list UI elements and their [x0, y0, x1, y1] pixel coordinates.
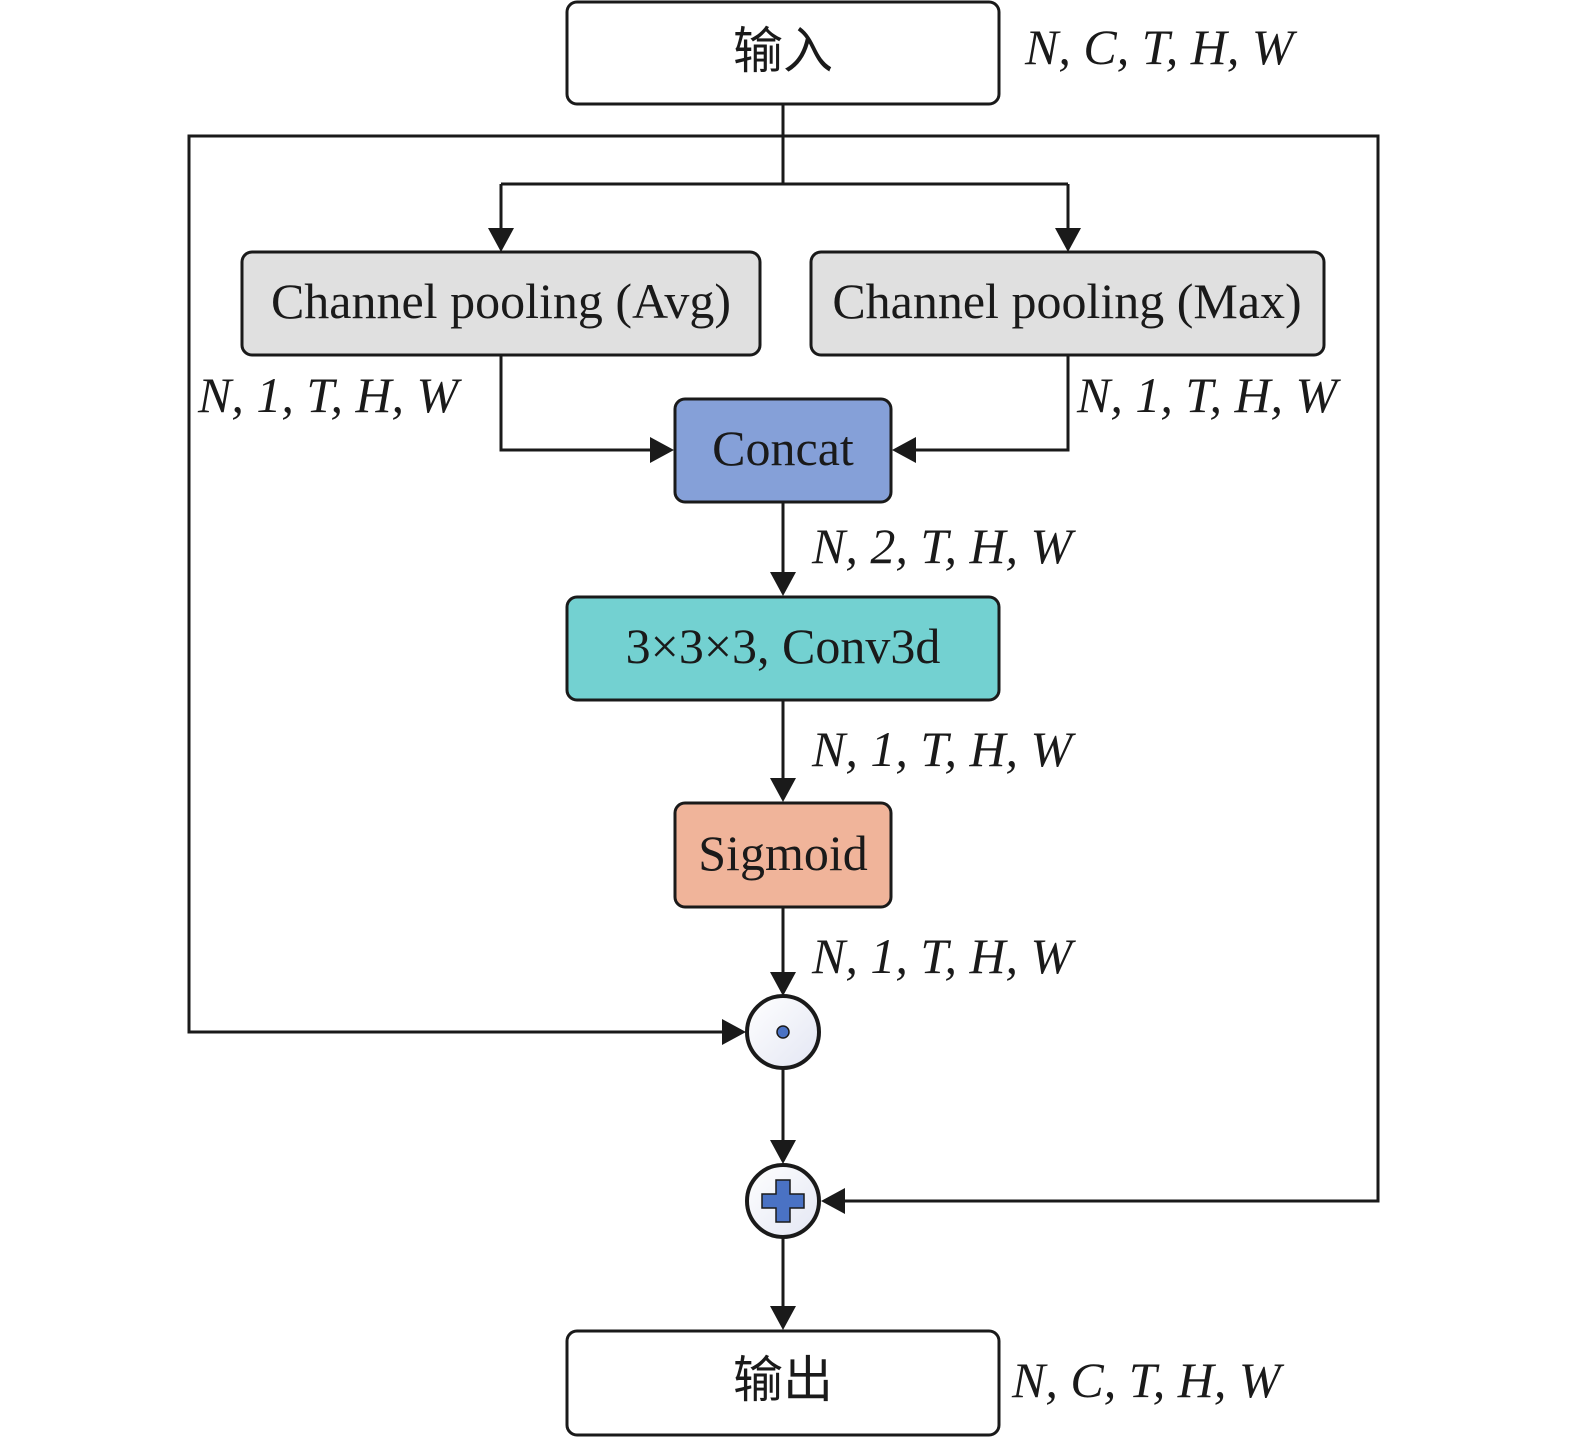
output-label: 输出 [733, 1352, 833, 1408]
arrow-conv-sigmoid [770, 778, 796, 802]
input-label: 输入 [733, 23, 833, 79]
plus-icon [761, 1179, 805, 1223]
arrow-multiply-add [770, 1140, 796, 1164]
avg-pool-node: Channel pooling (Avg) [240, 250, 762, 357]
output-node: 输出 [565, 1329, 1001, 1437]
arrow-to-add [821, 1188, 845, 1214]
sigmoid-label: Sigmoid [698, 825, 867, 881]
avg-pool-label: Channel pooling (Avg) [271, 273, 731, 329]
concat-label: Concat [712, 420, 854, 476]
sigmoid-node: Sigmoid [673, 801, 893, 909]
arrow-to-multiply [722, 1019, 746, 1045]
arrow-to-max [1055, 228, 1081, 252]
connector-skip-left [187, 134, 783, 1034]
arrow-avg-concat [650, 437, 674, 463]
arrow-concat-conv [770, 572, 796, 596]
arrow-sigmoid-multiply [770, 972, 796, 996]
input-node: 输入 [565, 0, 1001, 106]
input-shape: N, C, T, H, W [1024, 19, 1298, 75]
multiply-operator [745, 994, 821, 1070]
concat-node: Concat [673, 397, 893, 504]
conv3d-node: 3×3×3, Conv3d [565, 595, 1001, 702]
concat-shape: N, 2, T, H, W [811, 518, 1077, 574]
max-pool-shape: N, 1, T, H, W [1076, 367, 1342, 423]
arrow-max-concat [892, 437, 916, 463]
connector-avg-concat [499, 355, 652, 452]
arrow-to-avg [488, 228, 514, 252]
connector-max-concat [914, 355, 1070, 452]
add-operator [745, 1163, 821, 1239]
multiply-dot-icon [776, 1025, 790, 1039]
connectors [187, 104, 1380, 1330]
sigmoid-shape: N, 1, T, H, W [811, 928, 1077, 984]
avg-pool-shape: N, 1, T, H, W [197, 367, 463, 423]
conv3d-label: 3×3×3, Conv3d [626, 618, 941, 674]
max-pool-label: Channel pooling (Max) [832, 273, 1301, 329]
arrow-add-output [770, 1306, 796, 1330]
output-shape: N, C, T, H, W [1011, 1352, 1285, 1408]
max-pool-node: Channel pooling (Max) [809, 250, 1326, 357]
connector-skip-right [783, 134, 1380, 1203]
conv3d-shape: N, 1, T, H, W [811, 721, 1077, 777]
